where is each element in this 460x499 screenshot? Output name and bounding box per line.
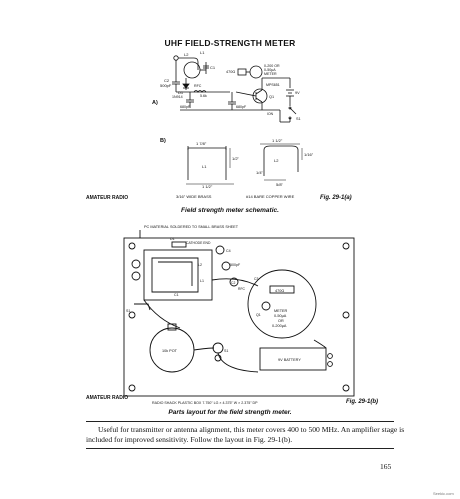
label-l2-coil: L2 — [274, 158, 279, 163]
label-l1: L1 — [200, 50, 205, 55]
caption-b: Parts layout for the field strength mete… — [168, 409, 292, 416]
layout-rfc: RFC — [238, 287, 246, 291]
dim-a-top: 1 7/8" — [196, 141, 207, 146]
layout-meter3: OR — [278, 319, 284, 323]
layout-c2-value: 500pF — [230, 263, 241, 267]
layout-pot: 10k POT — [162, 349, 178, 353]
side-label-top: AMATEUR RADIO — [86, 195, 129, 201]
meter-symbol — [249, 65, 263, 79]
layout-cathode: CATHODE END — [186, 241, 211, 245]
label-s1: S1 — [296, 117, 301, 121]
label-q1: Q1 — [269, 95, 274, 99]
side-label-bottom: AMATEUR RADIO — [86, 395, 129, 401]
body-text: Useful for transmitter or antenna alignm… — [86, 425, 406, 445]
layout-q1: Q1 — [256, 313, 261, 317]
layout-s1a: S1 — [126, 309, 130, 313]
label-meter-word: METER — [264, 72, 277, 76]
label-meter-range1: 0-200 OR — [264, 64, 280, 68]
meter-body — [247, 269, 317, 339]
plastic-box-outline — [123, 237, 355, 397]
label-battery: 9V — [295, 91, 300, 95]
body-line-1: Useful for transmitter or antenna alignm… — [98, 425, 405, 434]
layout-l1: L1 — [200, 279, 204, 283]
label-c1: C1 — [210, 65, 216, 70]
label-q1-part: MPS651 — [266, 83, 280, 87]
dim-b-side: 1/16" — [304, 152, 314, 157]
layout-470: 470Ω — [275, 289, 284, 293]
label-meter-range2: 0-50μA — [264, 68, 276, 72]
label-rfc-value: 5.6k — [200, 94, 207, 98]
layout-meter4: 0-200μA — [272, 324, 287, 328]
label-c3: 680pF — [180, 105, 191, 109]
caption-a: Field strength meter schematic. — [181, 207, 279, 214]
dim-b-bottom: 5/8" — [276, 182, 284, 187]
label-l1-coil: L1 — [202, 164, 207, 169]
page-number: 165 — [380, 462, 392, 471]
layout-meter1: METER — [274, 309, 288, 313]
caption-rule — [86, 421, 394, 422]
layout-meter2: 0-50μA — [274, 314, 287, 318]
watermark: Seekic.com — [433, 491, 454, 496]
label-b: B) — [160, 138, 166, 144]
label-c2: C2 — [164, 78, 170, 83]
footer-rule — [86, 448, 394, 449]
battery-body — [259, 347, 327, 371]
dim-b-top: 1 1/2" — [272, 138, 283, 143]
label-a: A) — [152, 100, 158, 106]
layout-battery: 9V BATTERY — [278, 358, 301, 362]
label-rfc: RFC — [194, 84, 202, 88]
figure-label-b: Fig. 29-1(b) — [346, 399, 379, 405]
material-b: #14 BARE COPPER WIRE — [246, 194, 295, 199]
label-c4: 680pF — [236, 105, 247, 109]
layout-pc-note: PC MATERIAL SOLDERED TO SMALL BRASS SHEE… — [144, 225, 239, 229]
q1-symbol — [252, 88, 268, 104]
layout-c1: C1 — [174, 293, 179, 297]
layout-l2: L2 — [198, 263, 202, 267]
l1-brass-shape — [187, 147, 227, 180]
label-d1: D1 — [178, 90, 184, 95]
layout-d1: D1 — [170, 237, 175, 241]
material-a: 3/16" WIDE BRASS — [176, 194, 212, 199]
body-line-2: included for improved sensitivity. Follo… — [86, 435, 293, 444]
dim-b-mid: 1/4" — [256, 170, 264, 175]
layout-box-note: RADIO SHACK PLASTIC BOX 7.750" LG × 4.37… — [152, 401, 258, 405]
figure-label-a: Fig. 29-1(a) — [320, 195, 352, 201]
schematic-a: L2 L1 C1 C2 500pF D1 1N914 RFC 5.6k 680p… — [152, 50, 301, 123]
label-d1-part: 1N914 — [172, 95, 183, 99]
layout-c4: C4 — [226, 249, 231, 253]
label-c2-value: 500pF — [160, 83, 172, 88]
dim-a-side: 1/2" — [232, 156, 240, 161]
label-470: 470Ω — [226, 70, 235, 74]
pc-board — [143, 249, 213, 301]
antenna-terminal — [173, 55, 179, 61]
parts-layout: PC MATERIAL SOLDERED TO SMALL BRASS SHEE… — [123, 225, 355, 405]
dim-a-bottom: 1 1/2" — [202, 184, 213, 189]
label-ion: ION — [267, 112, 274, 116]
layout-c3: C3 — [254, 277, 258, 281]
coil-details: B) 1 7/8" 1/2" L1 1 1/2" 1 1/2" 1/16" L2… — [160, 138, 314, 199]
layout-c2: C2 — [231, 281, 235, 285]
page-title: UHF FIELD-STRENGTH METER — [164, 38, 296, 48]
l2-wire-shape — [263, 145, 299, 176]
label-l2: L2 — [184, 52, 189, 57]
l2-coil — [178, 57, 199, 70]
layout-s1b: S1 — [224, 349, 228, 353]
